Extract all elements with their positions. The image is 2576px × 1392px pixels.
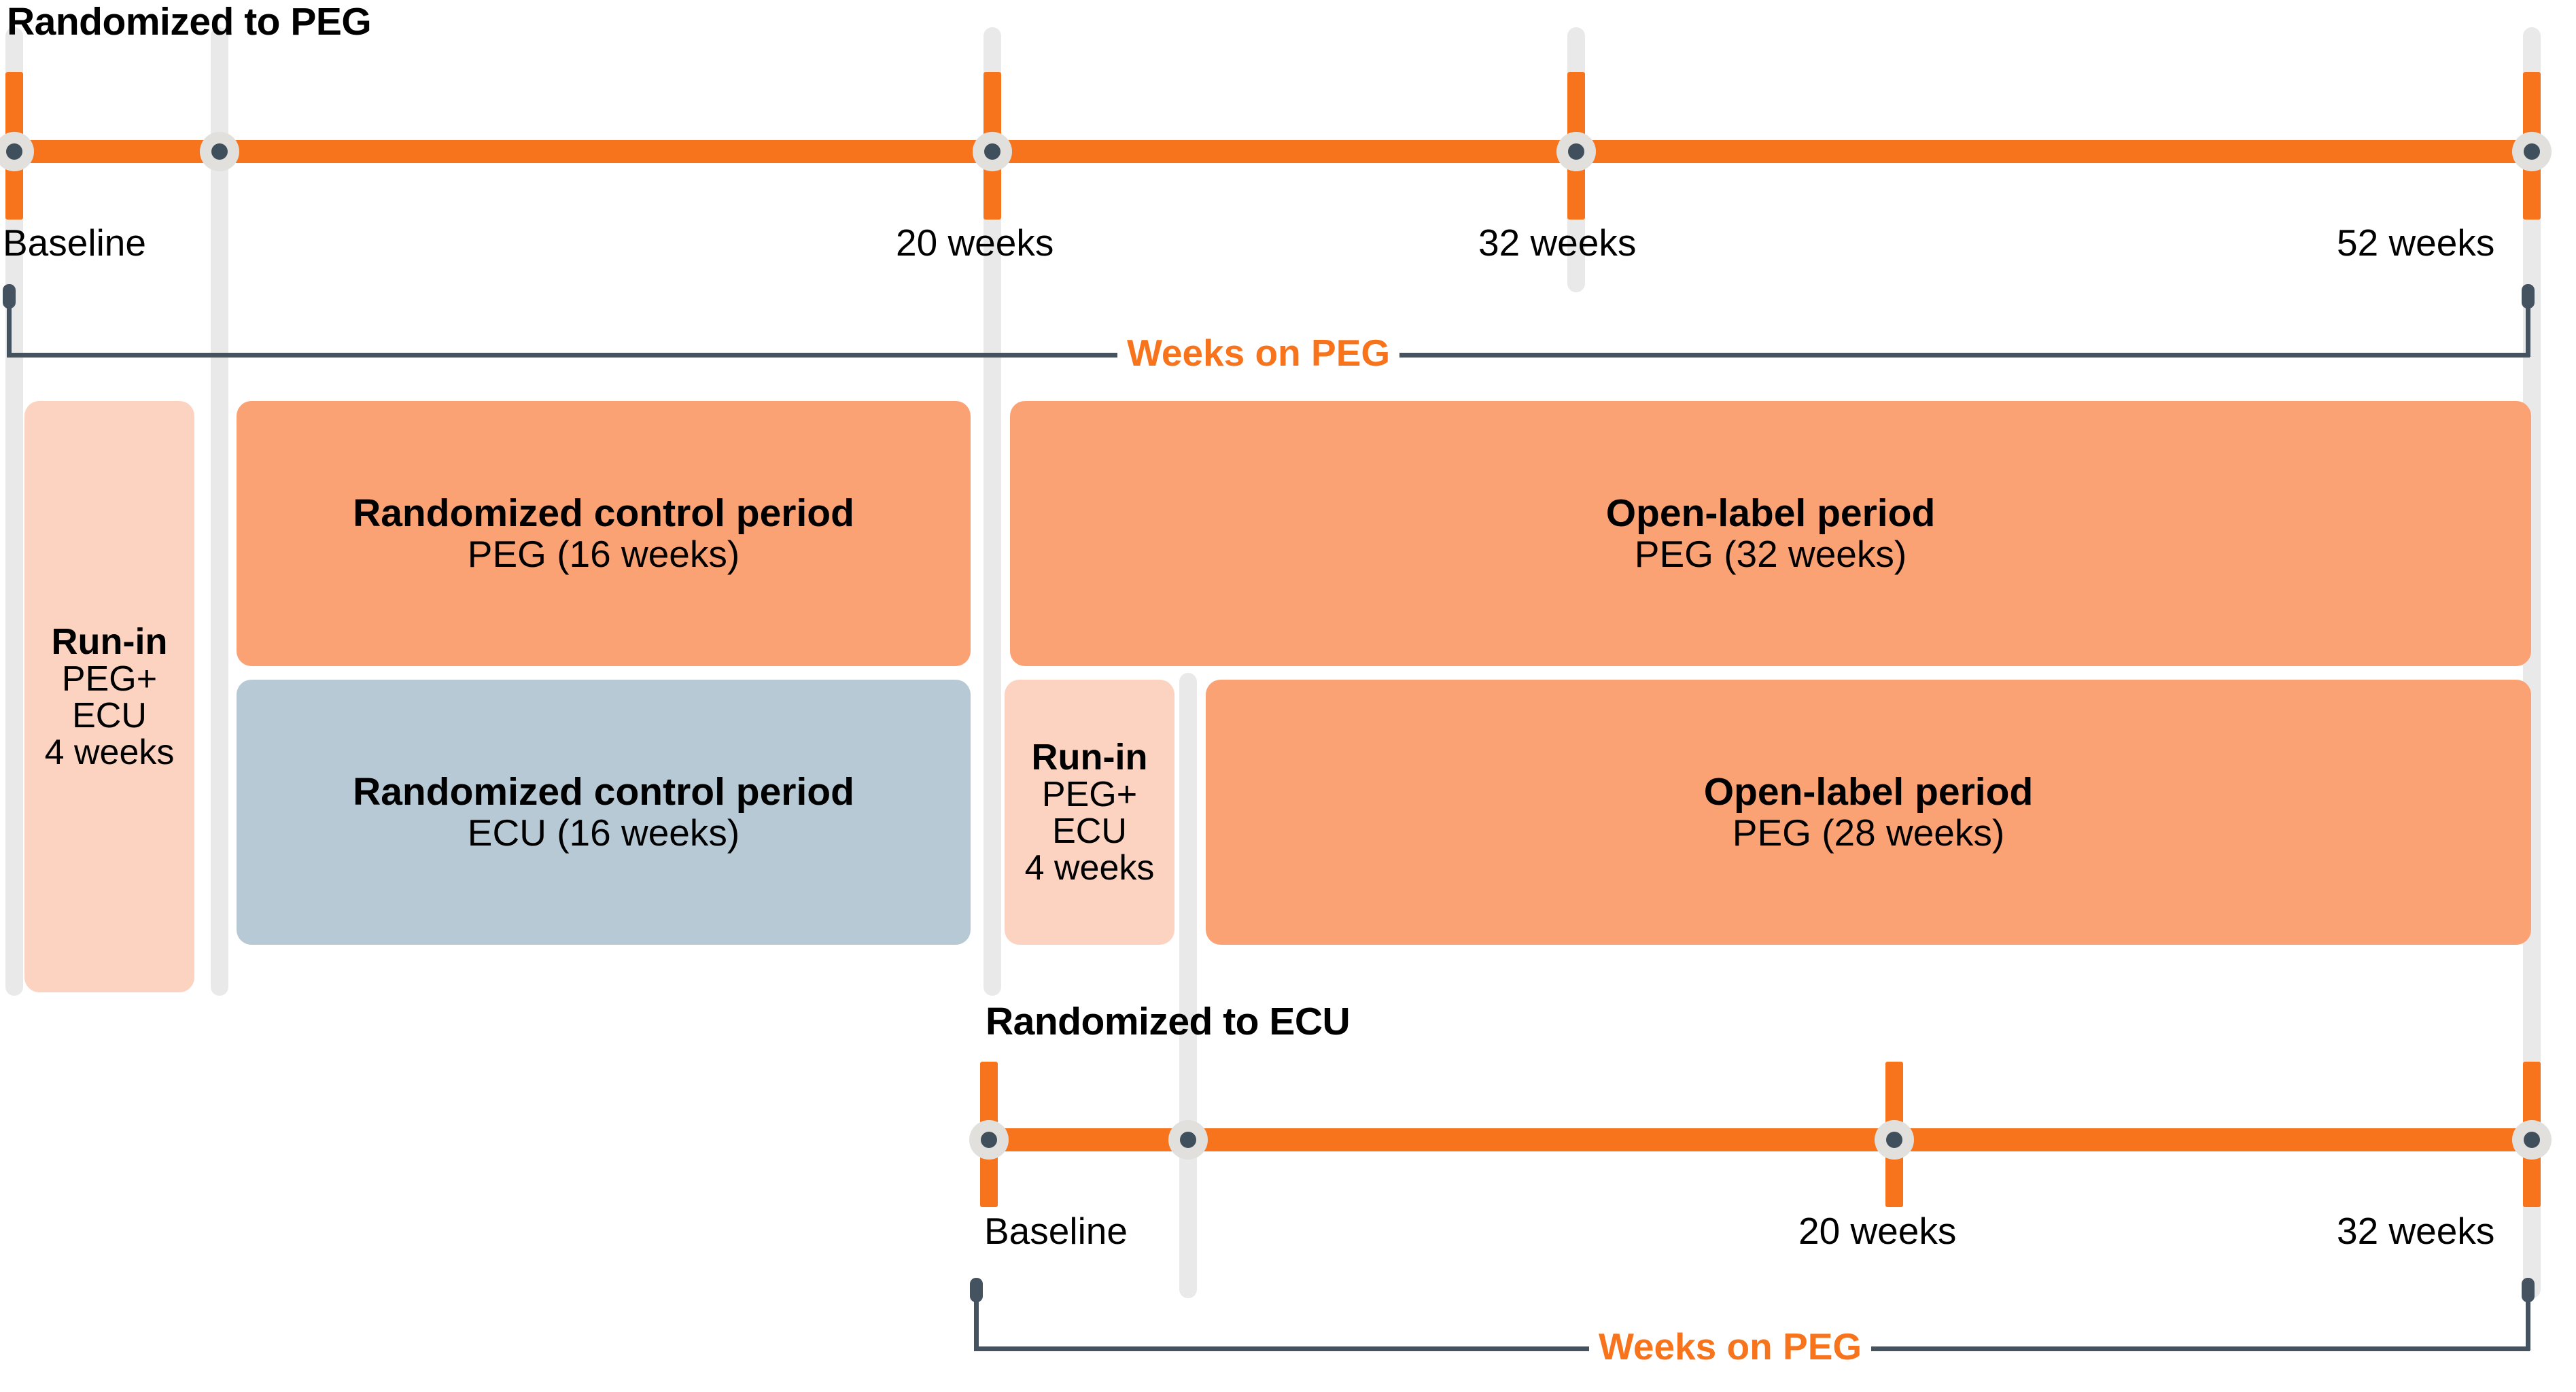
box-open-label-peg-32: Open-label period PEG (32 weeks)	[1010, 401, 2531, 666]
open-label-peg-32-line-1: Open-label period	[1605, 491, 1936, 535]
ecu-bracket-label: Weeks on PEG	[1589, 1328, 1872, 1365]
ecu-node-week4	[1168, 1120, 1208, 1160]
ecu-node-week32	[2512, 1120, 2552, 1160]
peg-label-week52: 52 weeks	[2337, 222, 2495, 264]
ecu-bracket-stem-left	[974, 1286, 979, 1351]
open-label-peg-28-line-2: PEG (28 weeks)	[1732, 812, 2005, 854]
peg-bracket-label: Weeks on PEG	[1117, 334, 1400, 372]
ecu-node-baseline	[969, 1120, 1009, 1160]
peg-bracket-cap-right	[2522, 284, 2535, 309]
box-run-in-peg-arm: Run-in PEG+ ECU 4 weeks	[24, 401, 194, 992]
run-in-line-3: ECU	[72, 696, 147, 736]
run-in-ecu-line-2: PEG+	[1041, 774, 1138, 814]
randomized-control-peg-line-2: PEG (16 weeks)	[467, 533, 740, 576]
ecu-bracket-cap-right	[2522, 1278, 2535, 1302]
peg-bracket-stem-left	[7, 292, 12, 357]
peg-arm-title: Randomized to PEG	[7, 0, 372, 44]
run-in-line-1: Run-in	[51, 621, 168, 662]
run-in-ecu-line-3: ECU	[1052, 812, 1127, 852]
box-randomized-control-ecu: Randomized control period ECU (16 weeks)	[237, 680, 971, 945]
peg-timeline-bar	[14, 140, 2532, 163]
ecu-label-baseline: Baseline	[984, 1210, 1128, 1252]
open-label-peg-28-line-1: Open-label period	[1703, 769, 2034, 814]
randomized-control-ecu-line-2: ECU (16 weeks)	[467, 812, 740, 854]
peg-node-week4	[200, 132, 239, 171]
peg-node-week52	[2512, 132, 2552, 171]
ecu-bracket-stem-right	[2526, 1286, 2530, 1351]
ecu-timeline-bar	[989, 1128, 2532, 1151]
peg-node-baseline	[0, 132, 34, 171]
run-in-line-2: PEG+	[61, 659, 158, 699]
ecu-label-week20: 20 weeks	[1798, 1210, 1957, 1252]
randomized-control-peg-line-1: Randomized control period	[353, 491, 854, 535]
run-in-line-4: 4 weeks	[44, 733, 175, 773]
peg-label-week20: 20 weeks	[896, 222, 1054, 264]
box-run-in-ecu-arm: Run-in PEG+ ECU 4 weeks	[1005, 680, 1174, 945]
peg-node-week32	[1556, 132, 1596, 171]
guide-rail-week24	[1179, 673, 1197, 1298]
ecu-node-week20	[1875, 1120, 1914, 1160]
peg-node-week20	[973, 132, 1012, 171]
guide-rail-week4	[211, 27, 228, 996]
box-open-label-peg-28: Open-label period PEG (28 weeks)	[1206, 680, 2531, 945]
run-in-ecu-line-1: Run-in	[1031, 736, 1148, 778]
peg-label-week32: 32 weeks	[1478, 222, 1637, 264]
run-in-ecu-line-4: 4 weeks	[1024, 848, 1155, 888]
ecu-label-week32: 32 weeks	[2337, 1210, 2495, 1252]
peg-bracket-stem-right	[2526, 292, 2530, 357]
peg-label-baseline: Baseline	[3, 222, 146, 264]
box-randomized-control-peg: Randomized control period PEG (16 weeks)	[237, 401, 971, 666]
ecu-arm-title: Randomized to ECU	[986, 1000, 1351, 1043]
open-label-peg-32-line-2: PEG (32 weeks)	[1634, 533, 1907, 576]
randomized-control-ecu-line-1: Randomized control period	[353, 769, 854, 814]
